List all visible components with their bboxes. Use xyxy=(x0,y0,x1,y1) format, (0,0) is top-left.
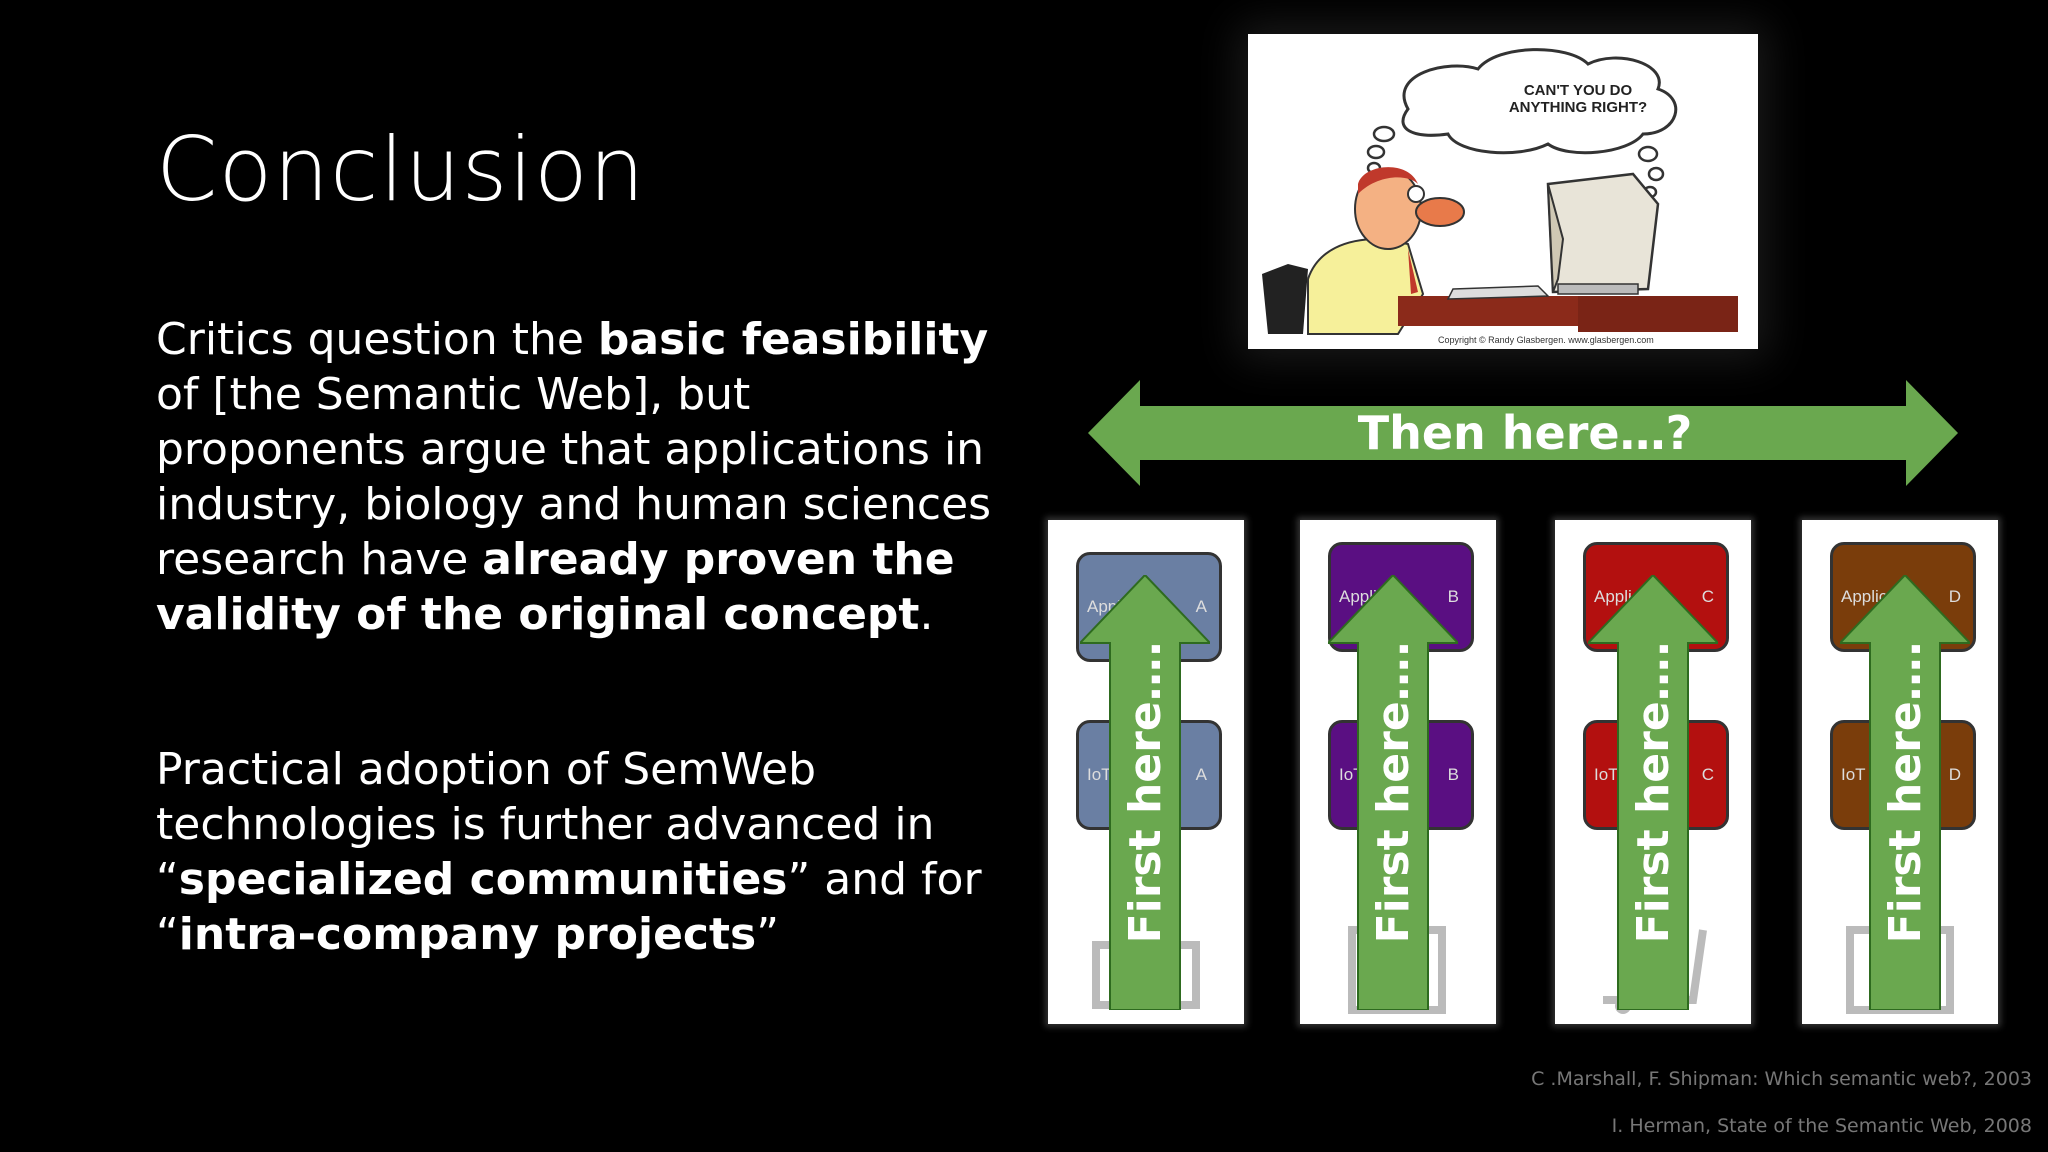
first-here-label-a: First here…. xyxy=(1120,640,1171,944)
first-here-label-d: First here…. xyxy=(1880,640,1931,944)
p1-text-3: . xyxy=(919,589,934,640)
cartoon-copyright: Copyright © Randy Glasbergen. www.glasbe… xyxy=(1438,335,1654,345)
p1-bold-2: already proven the validity of the origi… xyxy=(156,534,955,640)
paragraph-feasibility: Critics question the basic feasibility o… xyxy=(156,312,996,642)
first-here-label-c: First here…. xyxy=(1628,640,1679,944)
p1-bold-1: basic feasibility xyxy=(597,314,989,365)
slide-title: Conclusion xyxy=(156,118,646,221)
double-arrow xyxy=(1088,380,1958,486)
iot-suffix-d: D xyxy=(1948,765,1961,784)
cartoon-image: CAN'T YOU DO ANYTHING RIGHT? Copyright ©… xyxy=(1248,34,1758,349)
iot-suffix-a: A xyxy=(1195,765,1207,784)
up-arrow-c xyxy=(1588,575,1718,1010)
iot-label-a: IoT xyxy=(1087,765,1112,784)
up-arrow-d xyxy=(1840,575,1970,1010)
p2-text-2: ” and for “ xyxy=(156,854,982,960)
p2-text-1: Practical adoption of SemWeb technologie… xyxy=(156,744,935,905)
cartoon-drawing xyxy=(1262,48,1738,335)
app-suffix-b: B xyxy=(1447,587,1459,606)
iot-label-c: IoT xyxy=(1594,765,1619,784)
paragraph-adoption: Practical adoption of SemWeb technologie… xyxy=(156,742,996,962)
bubble-line-2: ANYTHING RIGHT? xyxy=(1508,99,1648,116)
bubble-line-1: CAN'T YOU DO xyxy=(1523,82,1633,99)
p2-text-3: ” xyxy=(756,909,780,960)
up-arrow-b xyxy=(1328,575,1458,1010)
citation-marshall: C .Marshall, F. Shipman: Which semantic … xyxy=(1531,1068,2032,1090)
p2-bold-1: specialized communities xyxy=(178,854,788,905)
iot-suffix-c: C xyxy=(1701,765,1714,784)
up-arrow-a xyxy=(1080,575,1210,1010)
p2-bold-2: intra-company projects xyxy=(178,909,757,960)
p1-text-1: Critics question the xyxy=(156,314,598,365)
iot-suffix-b: B xyxy=(1447,765,1459,784)
p1-text-2: of [the Semantic Web], but proponents ar… xyxy=(156,369,992,585)
then-here-label: Then here…? xyxy=(1357,406,1693,460)
app-suffix-c: C xyxy=(1701,587,1714,606)
app-suffix-a: A xyxy=(1195,597,1207,616)
first-here-label-b: First here…. xyxy=(1368,640,1419,944)
app-suffix-d: D xyxy=(1948,587,1961,606)
citation-herman: I. Herman, State of the Semantic Web, 20… xyxy=(1611,1115,2032,1137)
